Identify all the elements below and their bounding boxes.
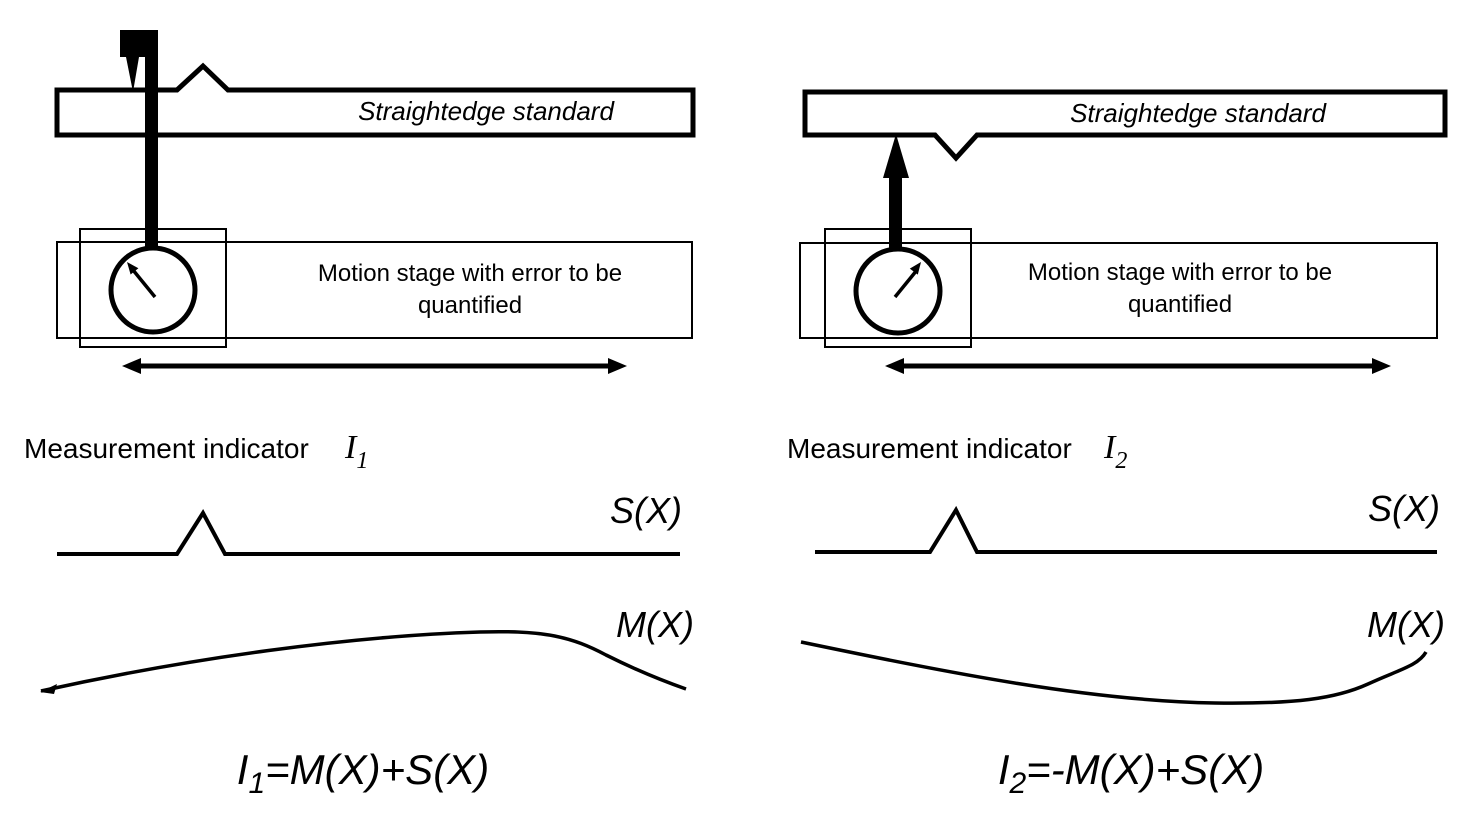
travel-arrow-left-head bbox=[885, 358, 904, 374]
formula-symbol: I bbox=[998, 746, 1010, 793]
formula: I1=M(X)+S(X) bbox=[237, 746, 489, 800]
dial-indicator bbox=[108, 245, 198, 335]
travel-arrow-right-head bbox=[1372, 358, 1391, 374]
m-profile-label: M(X) bbox=[616, 604, 694, 645]
formula-rest: =-M(X)+S(X) bbox=[1026, 746, 1264, 793]
formula-rest: =M(X)+S(X) bbox=[265, 746, 489, 793]
s-profile-label: S(X) bbox=[610, 490, 682, 531]
panel-first-measurement: Straightedge standard Motion stage with … bbox=[24, 30, 696, 800]
probe-contact-needle bbox=[126, 57, 139, 92]
straightedge-bar bbox=[54, 62, 696, 138]
probe-stem bbox=[145, 30, 158, 250]
straightedge-label: Straightedge standard bbox=[1070, 98, 1327, 128]
motion-stage-label-line2: quantified bbox=[418, 292, 522, 319]
dial-needle-arrowhead bbox=[909, 262, 921, 275]
panel-reversed-measurement: Straightedge standard Motion stage with … bbox=[787, 89, 1448, 800]
motion-stage bbox=[56, 241, 693, 339]
dial-needle bbox=[893, 268, 919, 299]
probe-up-arrow-shaft bbox=[889, 175, 902, 250]
motion-stage bbox=[799, 242, 1438, 339]
indicator-subscript: 2 bbox=[1115, 448, 1127, 474]
indicator-symbol: I bbox=[1103, 429, 1117, 466]
motion-stage-label-line1: Motion stage with error to be bbox=[318, 260, 622, 287]
indicator-subscript: 1 bbox=[356, 448, 368, 474]
dial-needle bbox=[131, 268, 157, 299]
dial-indicator-box bbox=[79, 228, 227, 348]
m-profile-curve bbox=[40, 629, 687, 693]
motion-stage-label-line2: quantified bbox=[1128, 291, 1232, 318]
travel-arrow-left-head bbox=[122, 358, 141, 374]
formula-symbol: I bbox=[237, 746, 249, 793]
straightedge-bar bbox=[802, 89, 1448, 162]
m-profile-curve-arrowhead bbox=[40, 684, 57, 694]
m-profile-label: M(X) bbox=[1367, 604, 1445, 645]
indicator-symbol: I bbox=[344, 429, 358, 466]
dial-needle-arrowhead bbox=[127, 262, 139, 275]
s-profile-label: S(X) bbox=[1368, 488, 1440, 529]
measurement-indicator-symbol: I1 bbox=[344, 429, 368, 474]
measurement-indicator-symbol: I2 bbox=[1103, 429, 1127, 474]
straightedge-label: Straightedge standard bbox=[358, 96, 615, 126]
m-profile-curve bbox=[800, 640, 1428, 705]
measurement-indicator-label: Measurement indicator bbox=[787, 433, 1072, 464]
motion-stage-label-line1: Motion stage with error to be bbox=[1028, 259, 1332, 286]
formula-subscript: 2 bbox=[1008, 767, 1026, 800]
travel-arrow-right-head bbox=[608, 358, 627, 374]
formula-subscript: 1 bbox=[248, 767, 265, 800]
s-profile-line bbox=[815, 505, 1437, 554]
probe-up-arrow-head bbox=[883, 134, 909, 178]
measurement-indicator-label: Measurement indicator bbox=[24, 433, 309, 464]
s-profile-line bbox=[57, 509, 680, 556]
formula: I2=-M(X)+S(X) bbox=[998, 746, 1264, 800]
